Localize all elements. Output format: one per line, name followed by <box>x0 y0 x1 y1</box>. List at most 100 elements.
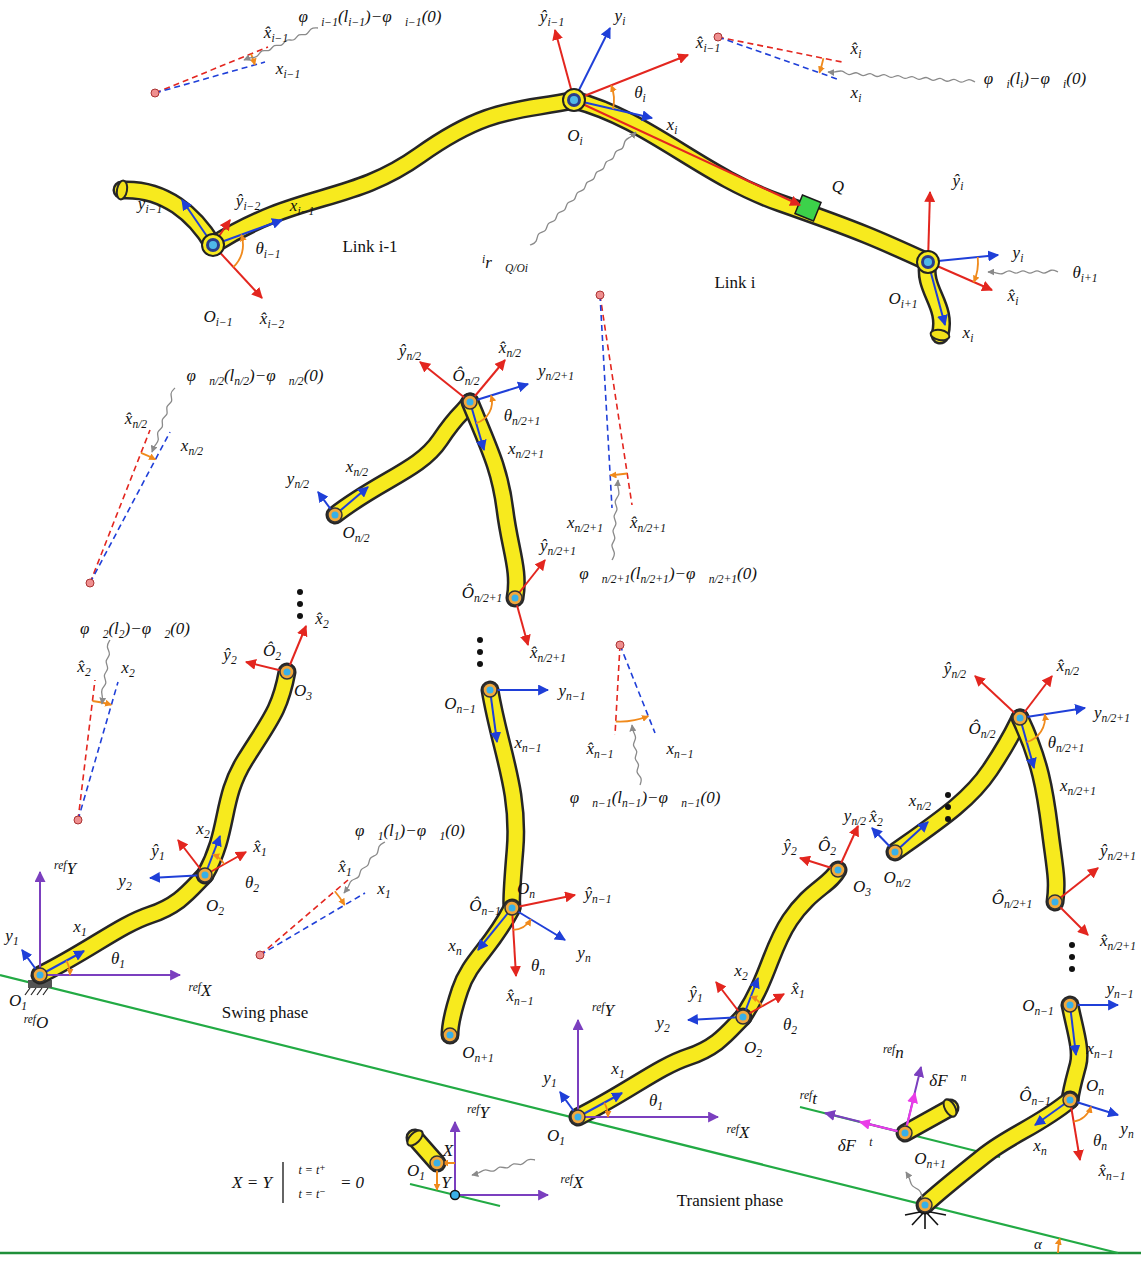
label-part: ŷ <box>953 171 961 190</box>
label-part: x̂ <box>1099 1161 1107 1180</box>
label-part: ŷ <box>540 536 548 555</box>
label-part: i <box>622 14 625 27</box>
label-part: = 0 <box>340 1173 364 1192</box>
joint <box>563 89 585 111</box>
math-label: reft⃗ <box>800 1090 830 1107</box>
label-part: ŷ <box>783 836 791 855</box>
label-part: n <box>1041 1144 1047 1157</box>
math-label: x̂n/2+1 <box>1100 932 1136 949</box>
label-part: 1 <box>378 829 384 842</box>
math-label: x2 <box>734 962 747 979</box>
label-part: 2 <box>664 1021 670 1034</box>
math-label: yn/2 <box>844 807 866 824</box>
label-part: i−1 <box>321 15 338 28</box>
frame-arrow <box>1020 708 1085 718</box>
math-label: refX <box>189 982 212 999</box>
label-part: n/2 <box>506 346 521 359</box>
link <box>490 690 516 908</box>
joint <box>831 863 845 877</box>
label-part: Ô <box>469 896 481 915</box>
math-label: xi−1 <box>290 197 314 214</box>
label-part: X <box>739 1123 749 1142</box>
label-part: n−1 <box>1094 1047 1113 1060</box>
joint <box>33 968 47 982</box>
label-part: θ <box>504 406 512 425</box>
frame-arrow <box>688 1017 743 1020</box>
label-part: Ô <box>818 836 830 855</box>
math-label: φ⃗1(l1)−φ⃗1(0) <box>355 822 465 839</box>
label-part: x <box>121 658 129 677</box>
ellipsis-dot <box>477 661 483 667</box>
link-body <box>1020 718 1056 902</box>
math-label: Oi <box>567 127 583 144</box>
math-label: refY <box>467 1104 489 1121</box>
label-part: n/2+1 <box>1068 784 1096 797</box>
label-part: t = t⁻ <box>298 1187 325 1201</box>
evaluation-bar <box>282 1162 283 1203</box>
joint-center <box>1017 715 1024 722</box>
label-part: φ⃗ <box>187 366 210 385</box>
link-body <box>122 190 213 245</box>
label-part: n/2 <box>851 814 866 827</box>
label-part: n/2 <box>353 465 368 478</box>
label-part: n+1 <box>474 1051 493 1064</box>
math-label: x̂1 <box>791 980 804 997</box>
label-part: 2 <box>756 1046 762 1059</box>
label-part: n/2+1 <box>575 521 603 534</box>
link-outline <box>1070 1005 1079 1100</box>
math-label: O1 <box>547 1127 565 1144</box>
joint-center <box>924 258 932 266</box>
label-part: 1 <box>559 1134 565 1147</box>
math-label: xn/2 <box>909 792 931 809</box>
joint <box>1048 895 1062 909</box>
label-part: O <box>744 1038 756 1057</box>
label-part: n−1 <box>674 747 693 760</box>
ellipsis-dot <box>297 589 303 595</box>
math-label: Ôn/2+1 <box>462 584 503 601</box>
label-part: n−1 <box>681 796 700 809</box>
label-part: 2 <box>253 881 259 894</box>
leader-squiggle <box>612 480 619 560</box>
label-part: )−φ⃗ <box>669 564 709 583</box>
label-part: x <box>181 436 189 455</box>
label-part: n/2 <box>896 876 911 889</box>
math-label: x̂i−1 <box>264 24 288 41</box>
label-part: 1 <box>159 849 165 862</box>
math-label: O3 <box>853 878 871 895</box>
label-part: 1 <box>119 957 125 970</box>
math-label: xn/2+1 <box>567 514 603 531</box>
math-label: ŷ1 <box>151 842 164 859</box>
frame-arrow <box>1020 676 1052 718</box>
joint-ring <box>206 238 220 252</box>
label-part: Y <box>604 1001 613 1020</box>
label-part: ref <box>727 1122 739 1135</box>
frame-arrow <box>40 974 180 976</box>
math-label: x̂n−1 <box>1099 1162 1126 1179</box>
label-part: 2 <box>126 879 132 892</box>
joint-center <box>1067 1097 1074 1104</box>
math-label: x̂i−2 <box>260 310 284 327</box>
hatch <box>25 988 30 995</box>
joint-center <box>37 972 44 979</box>
label-part: n/2+1 <box>546 369 574 382</box>
leader-squiggle <box>906 1172 922 1198</box>
label-part: n⃗ <box>895 1043 917 1062</box>
label-part: y <box>138 194 146 213</box>
math-label: xn <box>1033 1137 1046 1154</box>
label-part: O <box>36 1013 48 1032</box>
math-label: refY <box>54 860 76 877</box>
math-label: x2 <box>196 820 209 837</box>
frame-arrow <box>1055 868 1098 902</box>
math-label: On <box>1086 1077 1104 1094</box>
math-label: yi <box>615 7 626 24</box>
label-part: 1 <box>697 991 703 1004</box>
label-part: x <box>377 879 385 898</box>
label-part: 1 <box>394 829 400 842</box>
frame-arrow <box>577 1020 579 1117</box>
math-label: xi <box>667 116 678 133</box>
link-outline <box>578 1017 743 1117</box>
angle-arc <box>819 58 823 72</box>
link-body <box>40 875 205 975</box>
label-part: )−φ⃗ <box>249 366 289 385</box>
label-part: )−φ⃗ <box>400 821 440 840</box>
